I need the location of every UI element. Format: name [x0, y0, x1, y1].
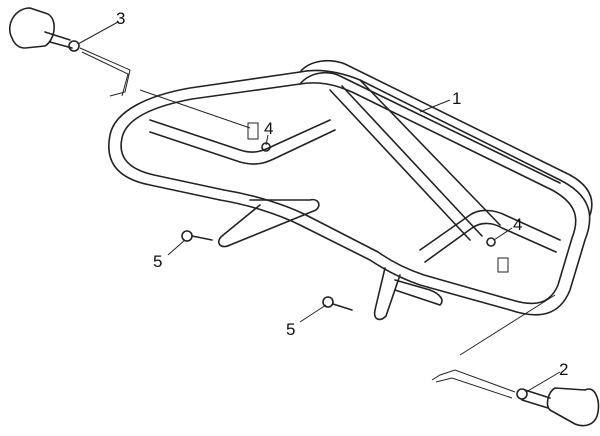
callout-5b: 5	[286, 320, 295, 339]
bolt-5a	[181, 230, 213, 242]
rack-frame	[108, 59, 593, 321]
nut-4b	[486, 237, 496, 247]
callout-4b: 4	[513, 215, 522, 234]
bolt-5b	[322, 296, 353, 311]
right-reflector-lamp	[431, 369, 600, 427]
callout-2: 2	[559, 360, 568, 379]
left-reflector-lamp	[8, 7, 131, 97]
callout-5a: 5	[153, 252, 162, 271]
callout-3: 3	[116, 9, 125, 28]
callout-4a: 4	[264, 119, 273, 138]
callout-1: 1	[452, 89, 461, 108]
leader-lines	[77, 21, 561, 393]
